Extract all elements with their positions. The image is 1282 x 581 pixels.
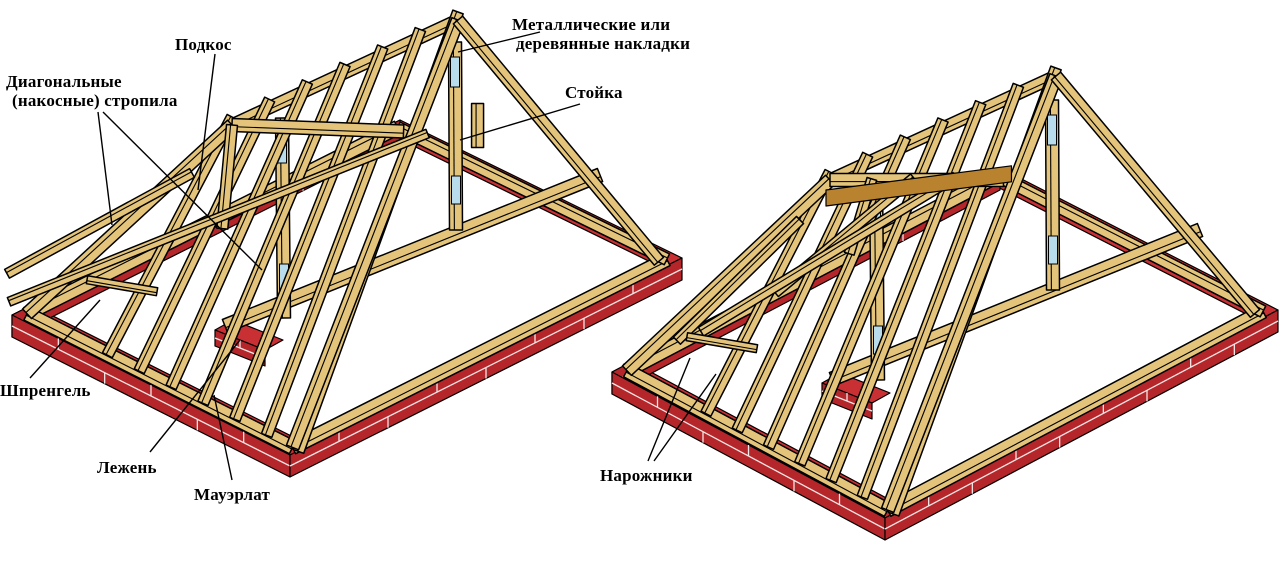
- label-wall-plate-text: Мауэрлат: [194, 485, 270, 504]
- label-diagonal-rafters-line1: Диагональные: [6, 72, 178, 91]
- label-plates: Металлические или деревянные накладки: [512, 15, 690, 53]
- label-truss-text: Шпренгель: [0, 381, 91, 400]
- label-sill-beam-text: Лежень: [97, 458, 157, 477]
- label-post: Стойка: [565, 83, 623, 102]
- truss-post-body: [472, 104, 484, 148]
- label-plates-line1: Металлические или: [512, 15, 690, 34]
- joint-plate-bottom-1: [1049, 236, 1058, 264]
- label-post-text: Стойка: [565, 83, 623, 102]
- label-wall-plate: Мауэрлат: [194, 485, 270, 504]
- label-plates-line2: деревянные накладки: [512, 34, 690, 53]
- label-strut: Подкос: [175, 35, 232, 54]
- label-diagonal-rafters-line2: (накосные) стропила: [6, 91, 178, 110]
- label-strut-text: Подкос: [175, 35, 232, 54]
- joint-plate-top-1: [1048, 115, 1057, 145]
- label-jack-rafters: Нарожники: [600, 466, 693, 485]
- truss-post: [472, 104, 484, 148]
- label-jack-rafters-text: Нарожники: [600, 466, 693, 485]
- joint-plate-bottom-1: [452, 176, 461, 204]
- label-sill-beam: Лежень: [97, 458, 157, 477]
- label-diagonal-rafters: Диагональные (накосные) стропила: [6, 72, 178, 110]
- right-hip-roof-frame: [612, 66, 1278, 540]
- label-truss: Шпренгель: [0, 381, 91, 400]
- leader-diagonal-1: [98, 112, 112, 225]
- joint-plate-top-1: [451, 57, 460, 87]
